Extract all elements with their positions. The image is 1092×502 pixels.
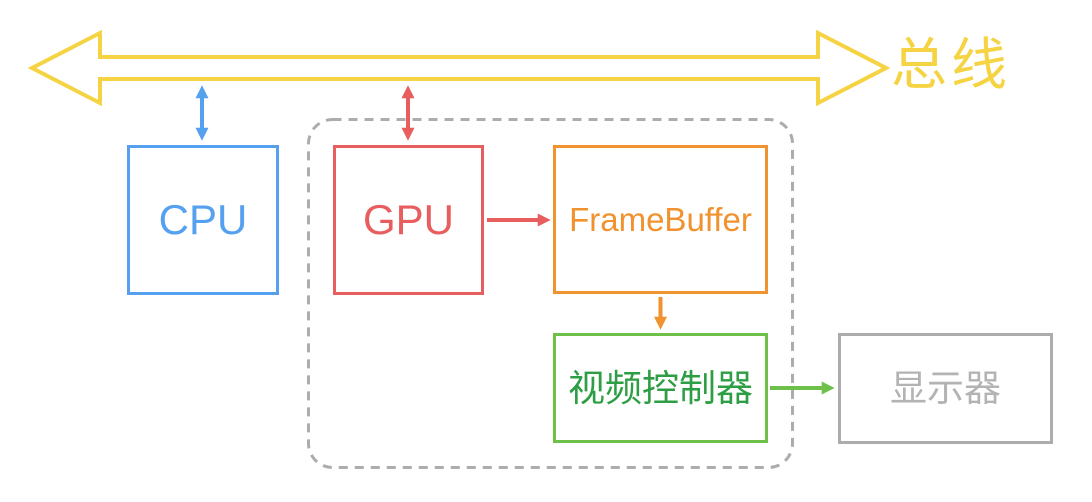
display-node: 显示器	[838, 333, 1053, 444]
cpu-label: CPU	[158, 196, 248, 243]
display-label: 显示器	[890, 368, 1001, 409]
video-controller-label: 视频控制器	[568, 367, 753, 409]
video-controller-node: 视频控制器	[553, 333, 768, 443]
gpu-node: GPU	[333, 145, 484, 295]
framebuffer-node: FrameBuffer	[553, 145, 768, 294]
bus-label: 总线	[891, 33, 1011, 96]
framebuffer-label: FrameBuffer	[569, 201, 752, 238]
gpu-subsystem-group-border	[307, 118, 794, 469]
bus-arrow	[27, 29, 891, 107]
gpu-label: GPU	[362, 196, 454, 243]
cpu-node: CPU	[127, 145, 279, 295]
